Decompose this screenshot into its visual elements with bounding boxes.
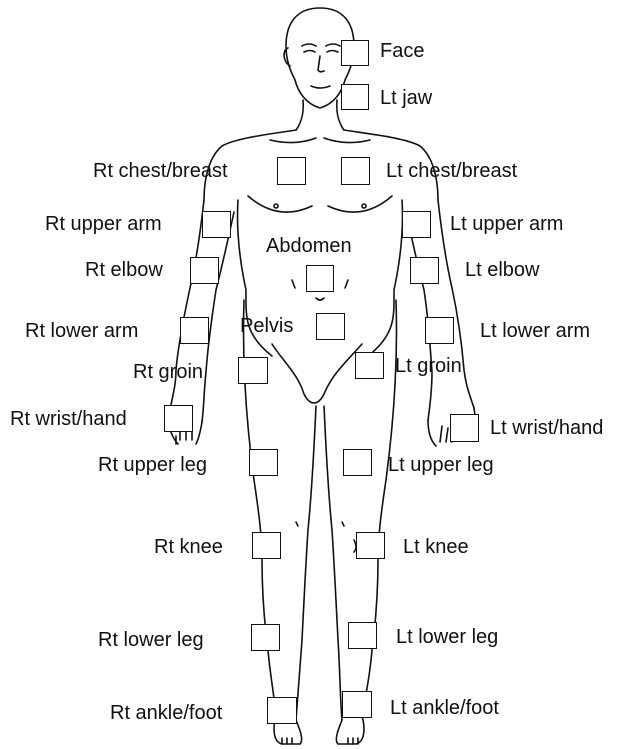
rt-ankle-foot-label: Rt ankle/foot: [110, 702, 222, 724]
rt-upper-arm-label: Rt upper arm: [45, 213, 162, 235]
lt-lower-leg-label: Lt lower leg: [396, 626, 498, 648]
eyes: [304, 51, 338, 53]
lt-wrist-hand-checkbox[interactable]: [450, 414, 479, 442]
lt-jaw-checkbox[interactable]: [341, 84, 369, 110]
rt-wrist-hand-checkbox[interactable]: [164, 405, 193, 432]
nose: [318, 56, 324, 72]
chest-lines: [248, 196, 392, 212]
lt-upper-leg-checkbox[interactable]: [343, 449, 372, 476]
rt-groin-label: Rt groin: [133, 361, 203, 383]
pelvis-checkbox[interactable]: [316, 313, 345, 340]
rt-lower-arm-checkbox[interactable]: [180, 317, 209, 344]
abdomen-label: Abdomen: [266, 235, 352, 257]
lt-upper-leg-label: Lt upper leg: [388, 454, 494, 476]
lt-elbow-checkbox[interactable]: [410, 257, 439, 284]
abdomen-checkbox[interactable]: [306, 265, 334, 292]
right-toes: [282, 738, 292, 744]
rt-elbow-checkbox[interactable]: [190, 257, 219, 284]
lt-groin-label: Lt groin: [395, 355, 462, 377]
navel: [316, 298, 324, 300]
rt-chest-breast-label: Rt chest/breast: [93, 160, 228, 182]
lt-lower-arm-checkbox[interactable]: [425, 317, 454, 344]
left-leg-inner: [324, 406, 342, 720]
lt-ankle-foot-label: Lt ankle/foot: [390, 697, 499, 719]
lt-upper-arm-label: Lt upper arm: [450, 213, 563, 235]
collarbones: [270, 138, 370, 143]
lt-chest-breast-label: Lt chest/breast: [386, 160, 517, 182]
eyebrows: [302, 44, 340, 46]
lt-knee-checkbox[interactable]: [356, 532, 385, 559]
rt-lower-leg-checkbox[interactable]: [251, 624, 280, 651]
lt-upper-arm-checkbox[interactable]: [402, 211, 431, 238]
rt-upper-arm-checkbox[interactable]: [202, 211, 231, 238]
face-checkbox[interactable]: [341, 40, 369, 66]
nipple-left: [362, 204, 366, 208]
mouth: [311, 86, 330, 88]
left-arm-inner: [406, 212, 432, 420]
right-leg-inner: [296, 406, 316, 720]
neck: [296, 100, 344, 130]
rt-wrist-hand-label: Rt wrist/hand: [10, 408, 127, 430]
lt-knee-label: Lt knee: [403, 536, 469, 558]
rt-groin-checkbox[interactable]: [238, 357, 268, 384]
hip-lines: [272, 344, 362, 403]
rt-lower-leg-label: Rt lower leg: [98, 629, 204, 651]
torso-left: [368, 200, 403, 356]
rt-knee-checkbox[interactable]: [252, 532, 281, 559]
lt-ankle-foot-checkbox[interactable]: [342, 691, 372, 718]
rt-lower-arm-label: Rt lower arm: [25, 320, 138, 342]
rt-chest-breast-checkbox[interactable]: [277, 157, 306, 185]
pelvis-label: Pelvis: [240, 315, 293, 337]
rt-knee-label: Rt knee: [154, 536, 223, 558]
left-foot: [336, 716, 364, 744]
lt-wrist-hand-label: Lt wrist/hand: [490, 417, 603, 439]
nipple-right: [274, 204, 278, 208]
face-label: Face: [380, 40, 424, 62]
rt-upper-leg-label: Rt upper leg: [98, 454, 207, 476]
lt-chest-breast-checkbox[interactable]: [341, 157, 370, 185]
lt-lower-arm-label: Lt lower arm: [480, 320, 590, 342]
lt-lower-leg-checkbox[interactable]: [348, 622, 377, 649]
lt-jaw-label: Lt jaw: [380, 87, 432, 109]
knee-marks: [296, 522, 356, 552]
lt-groin-checkbox[interactable]: [355, 352, 384, 379]
rt-elbow-label: Rt elbow: [85, 259, 163, 281]
lt-elbow-label: Lt elbow: [465, 259, 540, 281]
rt-ankle-foot-checkbox[interactable]: [267, 697, 297, 724]
rt-upper-leg-checkbox[interactable]: [249, 449, 278, 476]
